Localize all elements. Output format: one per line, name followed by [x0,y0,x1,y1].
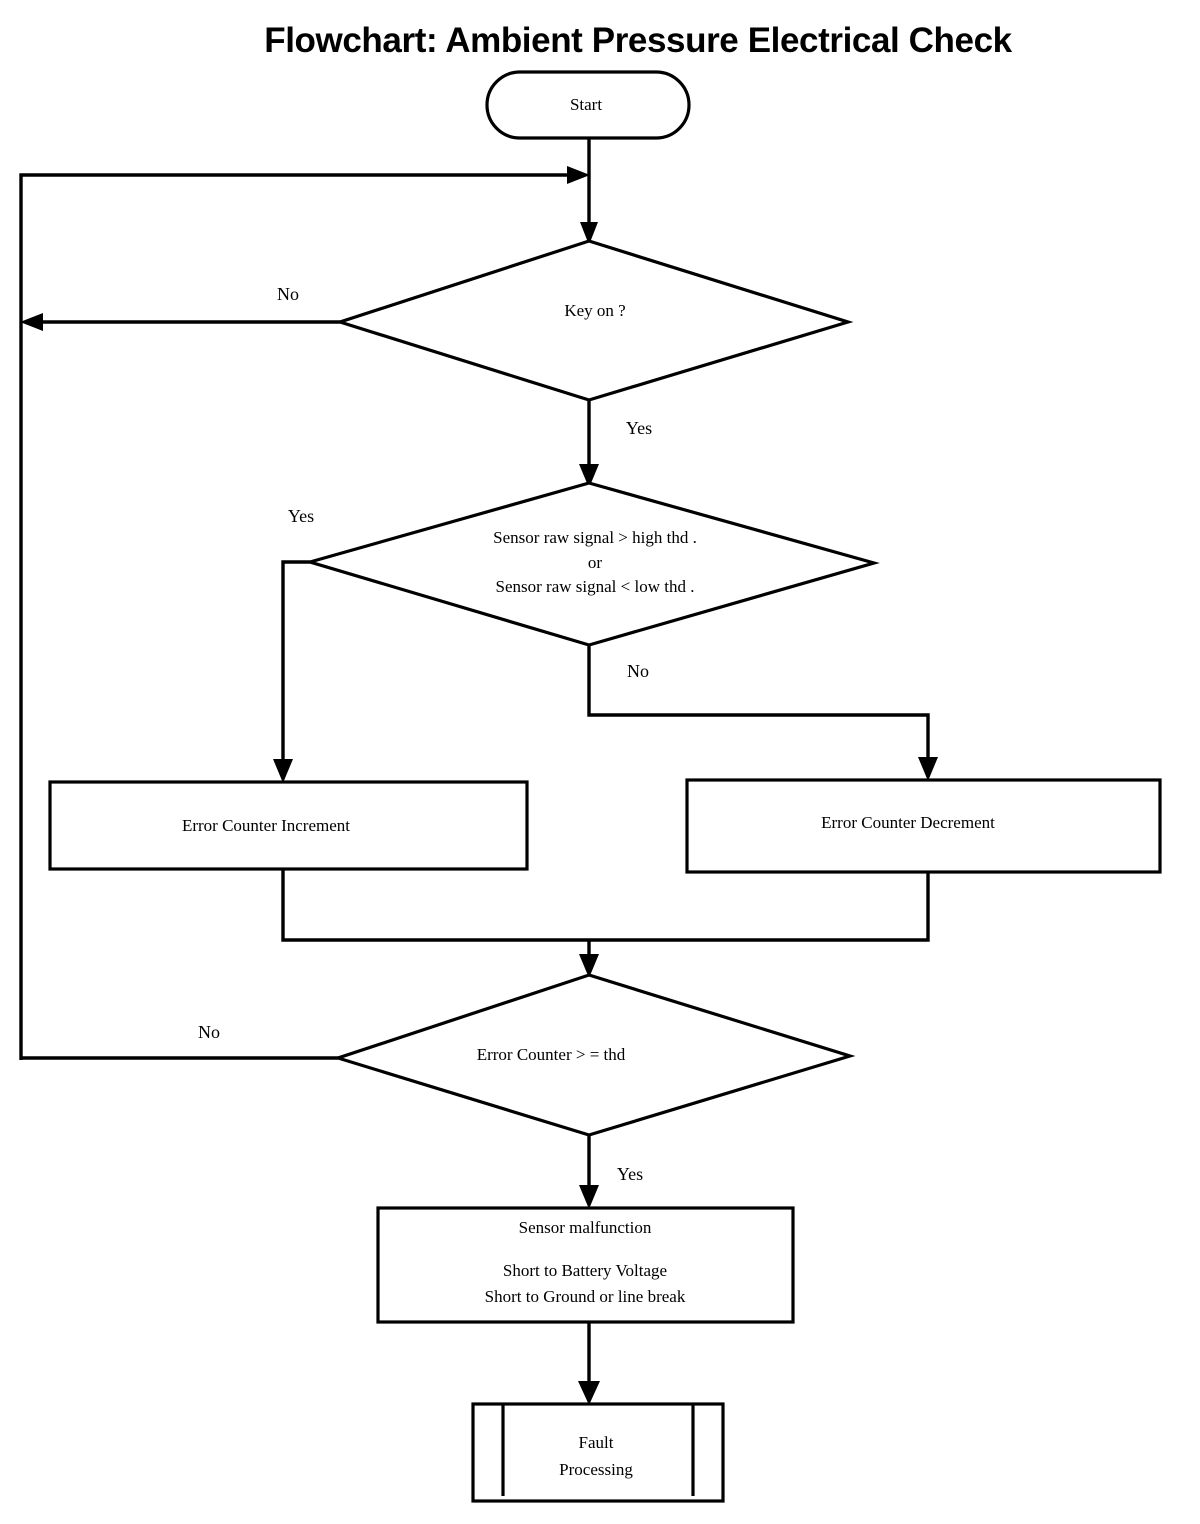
threshold-check-line1: Sensor raw signal > high thd . [493,528,697,547]
fault-processing-shape [471,1402,725,1503]
edge-threshold-yes [281,560,310,770]
error-counter-increment-label: Error Counter Increment [182,816,350,835]
edge-loopback-rail [19,173,576,1060]
page-title: Flowchart: Ambient Pressure Electrical C… [264,21,1012,60]
node-fault-processing[interactable]: Fault Processing [471,1402,725,1503]
arrowhead-counter-yes [579,1185,599,1209]
edge-label-keyon-yes: Yes [626,418,652,438]
sensor-malfunction-line2: Short to Battery Voltage [503,1261,667,1280]
start-label: Start [570,95,602,114]
error-counter-decrement-shape [685,778,1162,874]
sensor-malfunction-shape [376,1206,795,1324]
error-counter-threshold-label: Error Counter > = thd [477,1045,626,1064]
edge-label-threshold-no: No [627,661,649,681]
arrowhead-threshold-no [918,757,938,781]
node-error-counter-threshold[interactable]: Error Counter > = thd [332,973,856,1137]
edge-label-counter-yes: Yes [617,1164,643,1184]
edge-label-threshold-yes: Yes [288,506,314,526]
node-threshold-check[interactable]: Sensor raw signal > high thd . or Sensor… [304,481,880,647]
error-counter-increment-shape [48,780,529,871]
edge-threshold-no [587,645,930,768]
edge-label-counter-no: No [198,1022,220,1042]
fault-processing-line1: Fault [579,1433,614,1452]
arrowhead-keyon-yes [579,464,599,488]
error-counter-threshold-shape [332,973,856,1137]
edge-counter-merge [281,869,930,942]
arrowhead-merge-to-counter-check [579,954,599,978]
node-key-on[interactable]: Key on ? [334,239,854,402]
arrowhead-loopback-into-keyon [567,166,590,184]
connector-layer: No Yes Yes No No Yes [19,139,938,1405]
arrowhead-threshold-yes [273,759,293,783]
node-start[interactable]: Start [485,70,691,140]
sensor-malfunction-line1: Sensor malfunction [519,1218,652,1237]
node-error-counter-decrement[interactable]: Error Counter Decrement [685,778,1162,874]
node-error-counter-increment[interactable]: Error Counter Increment [48,780,529,871]
key-on-label: Key on ? [564,301,625,320]
start-shape [485,70,691,140]
error-counter-decrement-label: Error Counter Decrement [821,813,995,832]
key-on-shape [334,239,854,402]
threshold-check-line2: or [588,553,603,572]
sensor-malfunction-line3: Short to Ground or line break [485,1287,686,1306]
arrowhead-keyon-no [20,313,43,331]
fault-processing-line2: Processing [559,1460,633,1479]
edge-label-keyon-no: No [277,284,299,304]
threshold-check-line3: Sensor raw signal < low thd . [496,577,695,596]
threshold-check-shape [304,481,880,647]
arrowhead-malfunction-to-fault [578,1381,600,1405]
node-sensor-malfunction[interactable]: Sensor malfunction Short to Battery Volt… [376,1206,795,1324]
arrowhead-start-to-keyon [580,222,598,245]
